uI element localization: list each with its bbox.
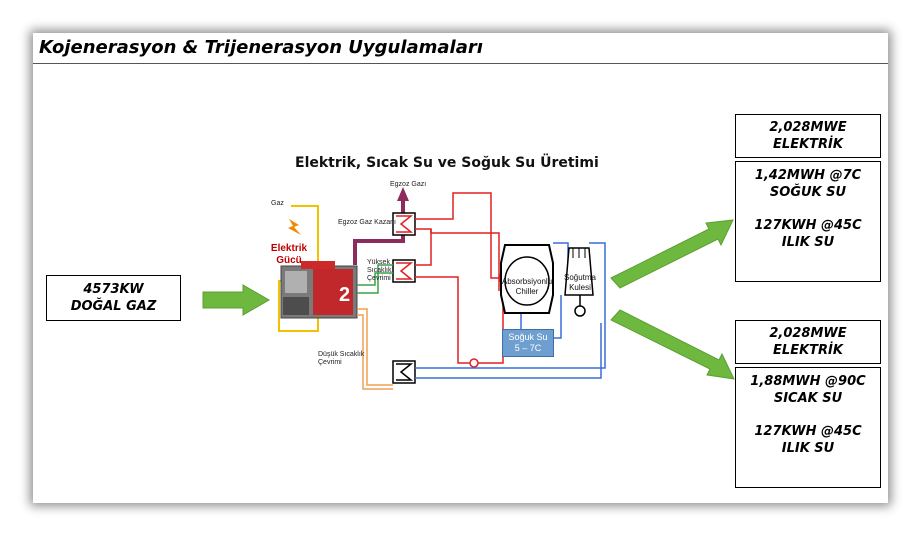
label-elektrik-gucu: Elektrik Gücü xyxy=(269,243,309,267)
absorption-chiller-icon xyxy=(500,244,554,314)
cold-water-loop xyxy=(415,242,606,369)
output-top-electric-label: ELEKTRİK xyxy=(773,137,843,152)
low-temp-loop xyxy=(357,308,393,386)
output-bottom-hot-label: SICAK SU xyxy=(773,391,843,406)
output-arrow-up xyxy=(610,219,734,289)
label-yuksek-sicaklik: Yüksek Sıcaklık Çevrimi xyxy=(367,259,392,283)
output-bottom-warm-value: 127KWH @45C xyxy=(754,424,862,439)
label-yuksek-1: Yüksek xyxy=(367,259,390,266)
exhaust-heat-exchanger-icon xyxy=(392,212,416,236)
output-top-electric-box: 2,028MWE ELEKTRİK xyxy=(735,114,881,158)
output-bottom-hot-value: 1,88MWH @90C xyxy=(750,374,866,389)
label-sogutma-1: Soğutma xyxy=(563,273,597,282)
slide: Kojenerasyon & Trijenerasyon Uygulamalar… xyxy=(33,33,888,503)
low-temp-heat-exchanger-icon xyxy=(392,360,416,384)
output-bottom-electric-label: ELEKTRİK xyxy=(773,343,843,358)
output-top-electric-value: 2,028MWE xyxy=(769,120,847,135)
output-bottom-electric-box: 2,028MWE ELEKTRİK xyxy=(735,320,881,364)
input-value: 4573KW xyxy=(83,282,144,297)
input-natural-gas-box: 4573KW DOĞAL GAZ xyxy=(46,275,181,321)
lightning-icon xyxy=(288,219,301,235)
label-sogutma-2: Kulesi xyxy=(569,283,591,292)
cooling-tower-icon xyxy=(564,247,594,317)
diagram-title: Elektrik, Sıcak Su ve Soğuk Su Üretimi xyxy=(295,155,599,171)
hot-water-loop xyxy=(415,192,508,283)
label-chiller: Absorbsiyonlu Chiller xyxy=(491,277,563,297)
label-dusuk-1: Düşük Sıcaklık xyxy=(318,351,365,358)
label-cooling-tower: Soğutma Kulesi xyxy=(555,273,605,293)
page-title: Kojenerasyon & Trijenerasyon Uygulamalar… xyxy=(39,37,483,58)
label-chiller-1: Absorbsiyonlu xyxy=(501,277,553,286)
output-top-warm-value: 127KWH @45C xyxy=(754,218,862,233)
gas-line xyxy=(278,205,319,332)
output-top-water-box: 1,42MWH @7C SOĞUK SU 127KWH @45C ILIK SU xyxy=(735,161,881,282)
svg-text:2: 2 xyxy=(339,284,350,306)
input-arrow xyxy=(202,284,271,316)
high-temp-heat-exchanger-icon xyxy=(392,259,416,283)
high-temp-loop xyxy=(357,272,393,286)
cold-water-box: Soğuk Su 5 – 7C xyxy=(502,329,554,357)
output-bottom-warm-label: ILIK SU xyxy=(781,441,835,456)
input-label: DOĞAL GAZ xyxy=(70,299,157,314)
output-bottom-electric-value: 2,028MWE xyxy=(769,326,847,341)
label-dusuk-2: Çevrimi xyxy=(318,359,342,366)
label-egzoz-gaz-kazani: Egzoz Gaz Kazanı xyxy=(338,219,396,226)
cogeneration-diagram: 2 xyxy=(202,187,735,390)
label-yuksek-3: Çevrimi xyxy=(367,275,391,282)
label-elektrik-1: Elektrik xyxy=(270,243,308,254)
label-dusuk-sicaklik: Düşük Sıcaklık Çevrimi xyxy=(318,351,364,367)
label-soguk-su-2: 5 – 7C xyxy=(514,343,542,353)
output-arrow-down xyxy=(610,309,735,380)
output-top-cold-value: 1,42MWH @7C xyxy=(754,168,862,183)
label-gaz: Gaz xyxy=(271,200,284,207)
output-top-cold-label: SOĞUK SU xyxy=(769,185,847,200)
title-divider xyxy=(33,63,888,64)
label-yuksek-2: Sıcaklık xyxy=(367,267,392,274)
output-bottom-water-box: 1,88MWH @90C SICAK SU 127KWH @45C ILIK S… xyxy=(735,367,881,488)
output-top-warm-label: ILIK SU xyxy=(781,235,835,250)
gas-engine-icon: 2 xyxy=(280,261,358,319)
label-chiller-2: Chiller xyxy=(515,287,539,296)
label-egzoz-gazi: Egzoz Gazı xyxy=(390,181,427,188)
label-elektrik-2: Gücü xyxy=(276,255,302,266)
label-soguk-su-1: Soğuk Su xyxy=(508,332,548,342)
